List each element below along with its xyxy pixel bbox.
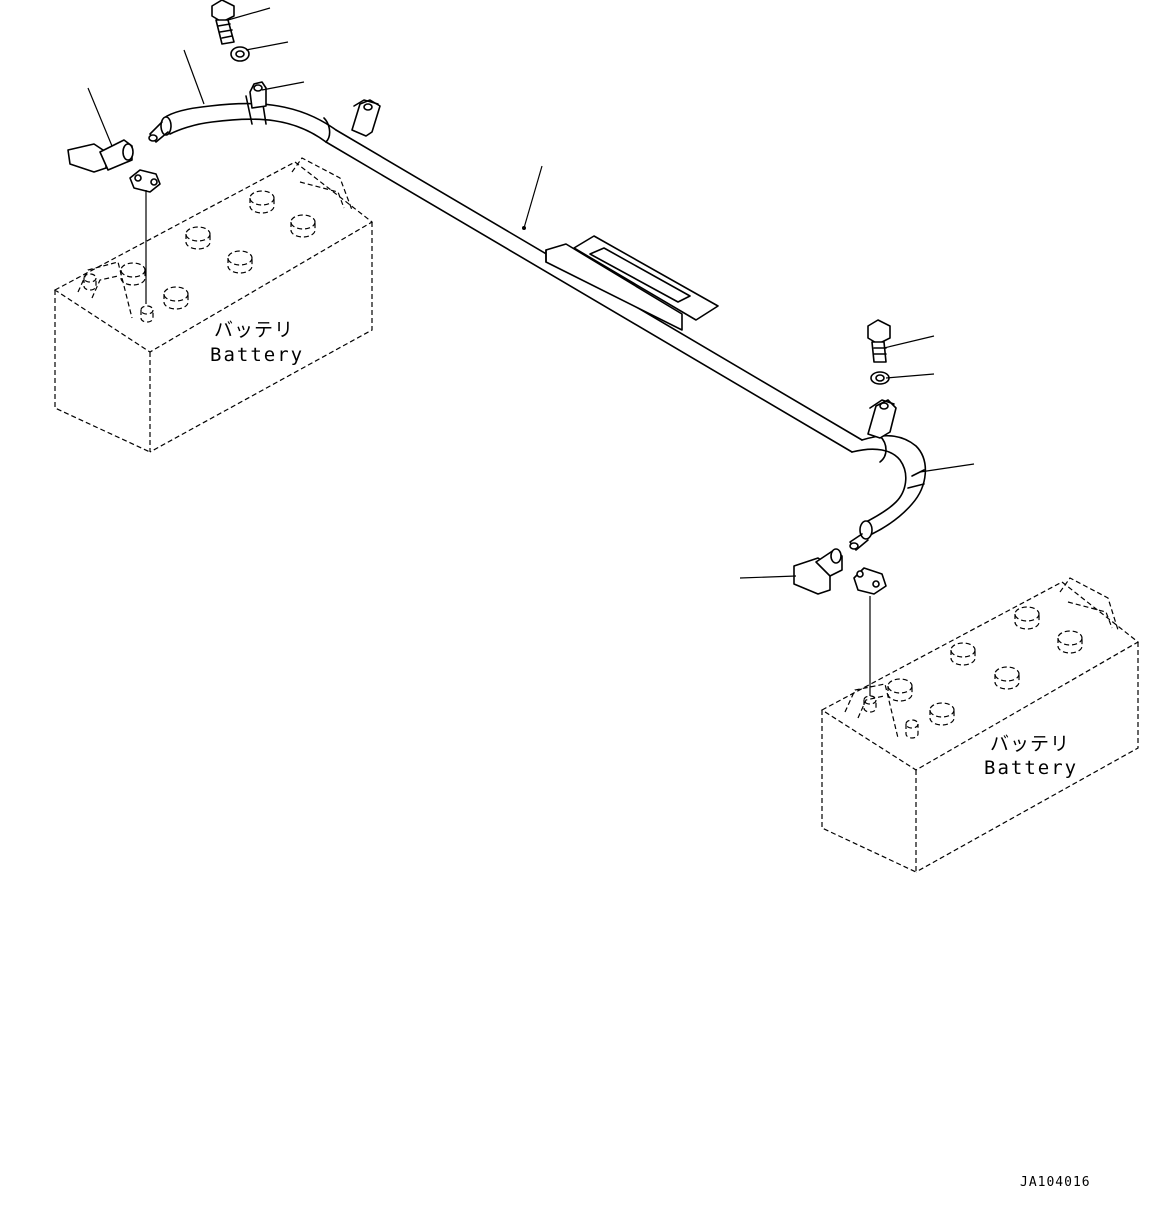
right-battery-label-en: Battery — [984, 757, 1078, 779]
left-washer — [230, 46, 250, 62]
left-bolt — [211, 0, 235, 45]
right-washer — [870, 371, 890, 385]
right-terminal-clamp — [853, 567, 887, 595]
left-terminal-clamp — [129, 169, 161, 193]
right-bolt — [867, 319, 891, 363]
left-battery: バッテリ Battery — [53, 157, 374, 453]
right-battery-caps — [887, 606, 1083, 726]
assembly-guide-lines — [145, 190, 871, 696]
cable-protector-plate — [545, 235, 719, 331]
right-cable-clamp — [867, 399, 897, 439]
right-battery: バッテリ Battery — [820, 577, 1140, 873]
left-battery-terminals — [83, 273, 154, 323]
leader-lines — [87, 7, 975, 579]
left-battery-label-en: Battery — [210, 344, 304, 366]
drawing-id: JA104016 — [1020, 1175, 1091, 1190]
right-terminal-cover — [793, 548, 843, 595]
left-clip — [249, 81, 267, 109]
left-cable-clamp — [351, 99, 381, 137]
left-battery-label-jp: バッテリ — [214, 319, 294, 341]
left-terminal-cover — [67, 139, 134, 173]
left-battery-caps — [120, 190, 316, 310]
right-battery-label-jp: バッテリ — [990, 733, 1070, 755]
right-battery-terminals — [863, 695, 919, 739]
